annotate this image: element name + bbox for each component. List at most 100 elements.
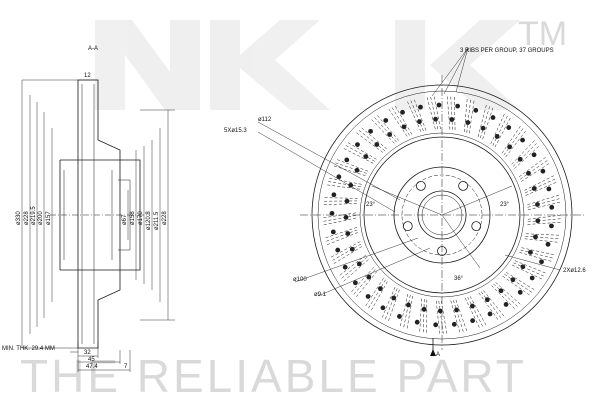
drill-hole <box>354 167 360 173</box>
rib-line <box>406 295 413 330</box>
rib-line <box>520 159 549 180</box>
rib-line <box>410 99 424 132</box>
drill-hole <box>433 116 438 122</box>
drill-hole <box>451 321 457 327</box>
rib-line <box>450 95 453 130</box>
rib-line <box>403 294 411 329</box>
small-hole-label: ø9.1 <box>314 292 327 298</box>
drill-hole <box>368 128 373 134</box>
rib-line <box>527 198 561 208</box>
rib-line <box>468 99 475 134</box>
drill-hole <box>531 152 537 158</box>
rib-line <box>492 114 509 146</box>
rib-line <box>493 283 519 308</box>
rib-line <box>321 212 357 219</box>
rib-line <box>455 299 468 333</box>
drill-hole <box>480 125 486 131</box>
rib-line <box>450 300 461 334</box>
rib-line <box>511 139 536 165</box>
drill-hole <box>352 280 358 286</box>
rib-line <box>406 100 422 132</box>
rib-line <box>350 267 374 293</box>
drill-hole <box>520 137 525 143</box>
drill-hole <box>383 118 389 123</box>
rib-line <box>478 292 499 321</box>
rib-line <box>373 116 397 143</box>
nk-logo <box>95 20 520 110</box>
drill-hole <box>356 261 362 267</box>
drill-hole <box>418 104 423 110</box>
rib-line <box>466 98 472 133</box>
rib-line <box>512 142 538 167</box>
rib-line <box>494 116 512 148</box>
bolt-hole <box>415 180 426 191</box>
dim-47-4: 47.4 <box>86 364 98 370</box>
rib-line <box>501 124 522 154</box>
rib-line <box>525 233 561 236</box>
dia-158: ø158 <box>130 211 136 225</box>
drill-hole <box>365 294 371 299</box>
drill-hole <box>343 214 349 220</box>
rib-line <box>482 106 494 140</box>
dim-32: 32 <box>84 350 91 356</box>
drill-hole <box>397 314 402 319</box>
drill-hole <box>529 275 535 281</box>
rib-line <box>505 129 527 158</box>
rib-line <box>367 279 386 310</box>
rib-line <box>332 246 363 265</box>
drill-hole <box>417 119 422 125</box>
drill-hole <box>374 142 380 147</box>
drill-hole <box>335 247 341 253</box>
drill-hole <box>331 192 337 198</box>
bolt-circle-label: ø112 <box>258 117 272 123</box>
drill-hole <box>487 311 493 317</box>
rib-line <box>469 296 487 327</box>
drill-hole <box>494 134 500 139</box>
bolt-hole <box>458 180 469 191</box>
rib-line <box>464 97 468 132</box>
rib-line <box>495 282 522 306</box>
drill-hole <box>400 109 405 115</box>
rib-line <box>426 95 436 130</box>
drill-hole <box>342 264 348 270</box>
drill-hole <box>330 229 336 235</box>
drill-hole <box>391 295 397 301</box>
rib-line <box>324 229 358 242</box>
section-marker: A <box>430 338 440 358</box>
rib-line <box>352 269 376 296</box>
rib-line <box>521 162 551 182</box>
diameter-labels: ø330 ø228 ø219.5 ø200 ø157 ø67 ø158 ø170… <box>16 206 168 230</box>
rib-line <box>454 95 456 131</box>
drill-hole <box>535 202 540 207</box>
drill-hole <box>336 174 342 180</box>
rib-line <box>525 236 560 240</box>
drill-hole <box>517 289 523 295</box>
rib-line <box>355 271 378 299</box>
dia-157: ø157 <box>46 211 52 225</box>
drill-hole <box>540 168 546 174</box>
drill-hole <box>469 303 475 309</box>
watermark-trademark: TM <box>518 15 567 53</box>
rib-line <box>376 114 399 141</box>
rib-line <box>346 141 377 160</box>
drill-hole <box>470 318 476 324</box>
rib-line <box>342 259 369 283</box>
rib-line <box>338 254 367 277</box>
dia-211-5: ø211.5 <box>154 211 160 230</box>
angle-left-label: 23° <box>366 202 376 208</box>
rib-line <box>344 144 375 162</box>
rib-line <box>322 215 357 222</box>
drill-hole <box>539 259 544 265</box>
rib-line <box>441 300 448 335</box>
rib-line <box>419 298 423 333</box>
drill-hole <box>436 102 442 108</box>
diameter-dimension-lines <box>21 79 175 349</box>
drill-hole <box>329 210 335 216</box>
drill-hole <box>531 186 537 191</box>
rib-line <box>387 289 400 323</box>
rib-line <box>511 264 544 280</box>
drill-hole <box>484 297 490 303</box>
angle-right-label: 23° <box>500 202 510 208</box>
rib-line <box>527 214 563 220</box>
